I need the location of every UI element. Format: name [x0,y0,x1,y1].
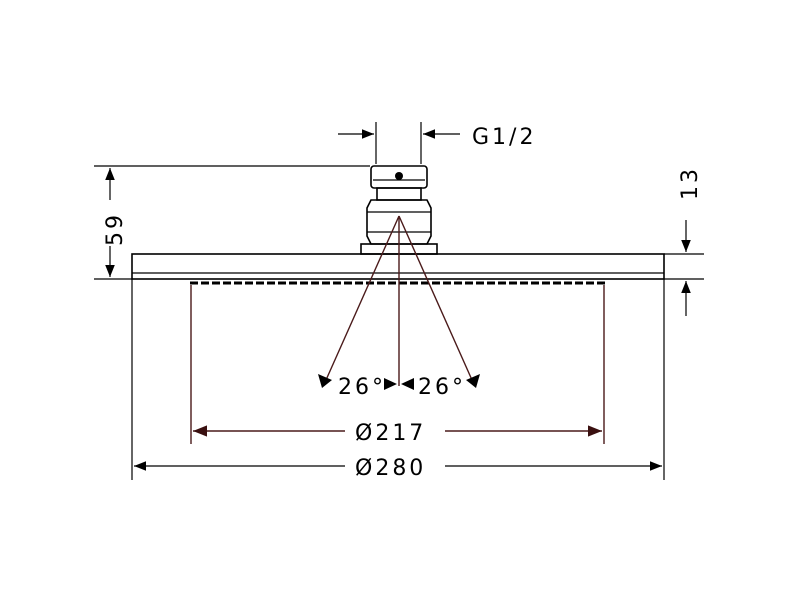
diameter-inner-dimension: Ø217 [190,285,605,446]
diameter-outer-dimension: Ø280 [131,279,665,481]
shower-head [131,165,665,285]
shower-plate [131,253,665,280]
height-total-dimension: 59 [94,165,370,280]
thread-dimension: G1/2 [338,122,536,164]
diameter-inner-label: Ø217 [355,421,426,446]
height-total-label: 59 [103,212,128,246]
thread-label: G1/2 [472,125,536,150]
height-plate-dimension: 13 [664,166,704,316]
diameter-outer-label: Ø280 [355,456,426,481]
angle-dimension: 26° 26° [318,374,480,400]
height-plate-label: 13 [678,166,703,200]
spray-angle-lines [325,215,473,386]
angle-left-label: 26° [338,375,386,400]
angle-right-label: 26° [418,375,466,400]
